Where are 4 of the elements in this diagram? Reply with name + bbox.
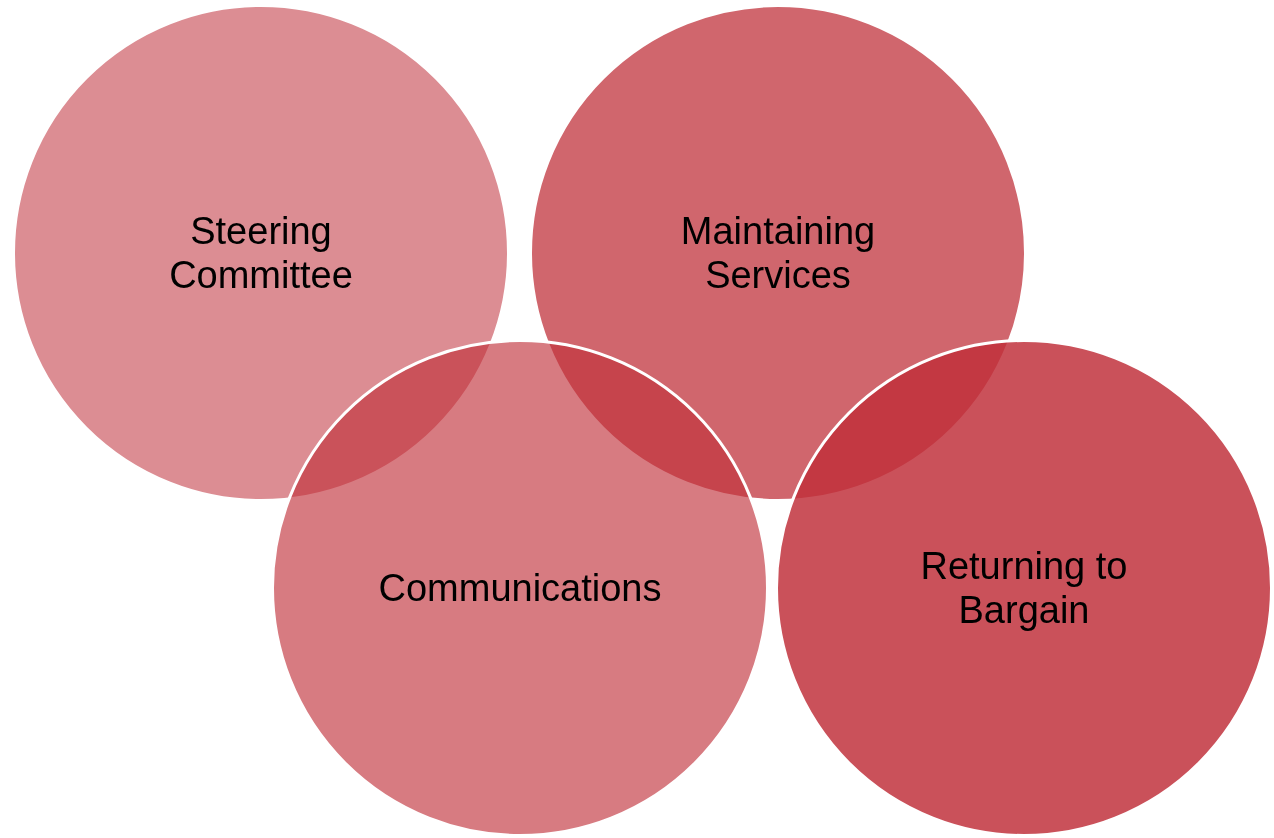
- circle-label: Steering Committee: [168, 209, 354, 297]
- circle-label: Returning to Bargain: [919, 544, 1129, 632]
- circle-label: Communications: [377, 566, 663, 610]
- circle-label: Maintaining Services: [679, 209, 877, 297]
